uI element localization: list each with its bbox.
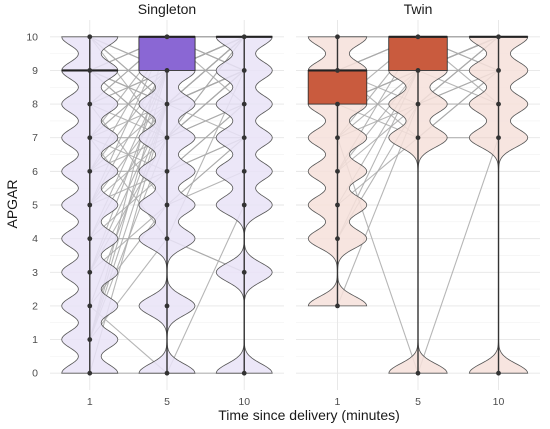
data-point <box>164 202 170 208</box>
panel-twin: Twin 1 5 10 <box>296 1 540 408</box>
y-tick-label: 6 <box>32 166 38 178</box>
data-point <box>335 303 340 309</box>
y-tick-label: 1 <box>32 334 38 346</box>
data-point <box>87 337 93 342</box>
x-tick-label: 5 <box>415 396 421 408</box>
data-point <box>496 68 501 73</box>
x-tick-label: 5 <box>164 396 170 408</box>
y-axis: 0 1 2 3 4 5 6 7 8 9 10 <box>26 31 38 379</box>
panels-layer: Singleton 1 5 10 Twin 1 5 10 <box>50 1 540 408</box>
data-point <box>415 101 421 107</box>
y-tick-label: 2 <box>32 300 38 312</box>
data-point <box>87 303 93 309</box>
data-point <box>164 303 170 309</box>
data-point <box>164 135 170 141</box>
x-axis-title: Time since delivery (minutes) <box>218 407 400 423</box>
y-tick-label: 10 <box>26 31 38 43</box>
data-point <box>415 68 421 73</box>
x-tick-label: 1 <box>335 396 341 408</box>
data-point <box>87 101 93 107</box>
x-tick-label: 10 <box>493 396 505 408</box>
data-point <box>241 135 247 141</box>
data-point <box>87 135 93 141</box>
data-point <box>335 34 340 40</box>
y-tick-label: 8 <box>32 99 38 111</box>
data-point <box>164 236 170 242</box>
data-point <box>335 236 340 242</box>
data-point <box>164 101 170 107</box>
data-point <box>241 101 247 107</box>
box <box>388 36 448 71</box>
data-point <box>164 68 170 73</box>
data-point <box>241 202 247 208</box>
data-point <box>87 236 93 242</box>
x-tick-label: 1 <box>87 396 93 408</box>
data-point <box>241 34 247 40</box>
panel-singleton: Singleton 1 5 10 <box>50 1 284 408</box>
data-point <box>496 101 501 107</box>
data-point <box>335 202 340 208</box>
data-point <box>164 168 170 174</box>
data-point <box>496 34 501 40</box>
data-point <box>415 370 421 376</box>
data-point <box>241 269 247 275</box>
data-point <box>87 68 93 73</box>
data-point <box>87 34 93 40</box>
data-point <box>241 68 247 73</box>
data-point <box>335 168 340 174</box>
facet-title: Twin <box>404 1 433 17</box>
facet-title: Singleton <box>138 1 196 17</box>
data-point <box>87 370 93 376</box>
box <box>138 36 196 71</box>
y-tick-label: 3 <box>32 267 38 279</box>
data-point <box>241 370 247 376</box>
data-point <box>87 202 93 208</box>
data-point <box>87 168 93 174</box>
data-point <box>164 370 170 376</box>
y-tick-label: 4 <box>32 233 38 245</box>
box <box>307 70 368 105</box>
data-point <box>335 101 340 107</box>
y-tick-label: 5 <box>32 200 38 212</box>
x-tick-label: 10 <box>238 396 250 408</box>
data-point <box>164 34 170 40</box>
data-point <box>87 269 93 275</box>
data-point <box>496 370 501 376</box>
y-tick-label: 7 <box>32 132 38 144</box>
y-axis-title: APGAR <box>4 179 20 228</box>
data-point <box>335 68 340 73</box>
data-point <box>335 135 340 141</box>
y-tick-label: 9 <box>32 65 38 77</box>
data-point <box>496 135 501 141</box>
data-point <box>415 34 421 40</box>
data-point <box>415 135 421 141</box>
data-point <box>241 168 247 174</box>
y-tick-label: 0 <box>32 368 38 380</box>
